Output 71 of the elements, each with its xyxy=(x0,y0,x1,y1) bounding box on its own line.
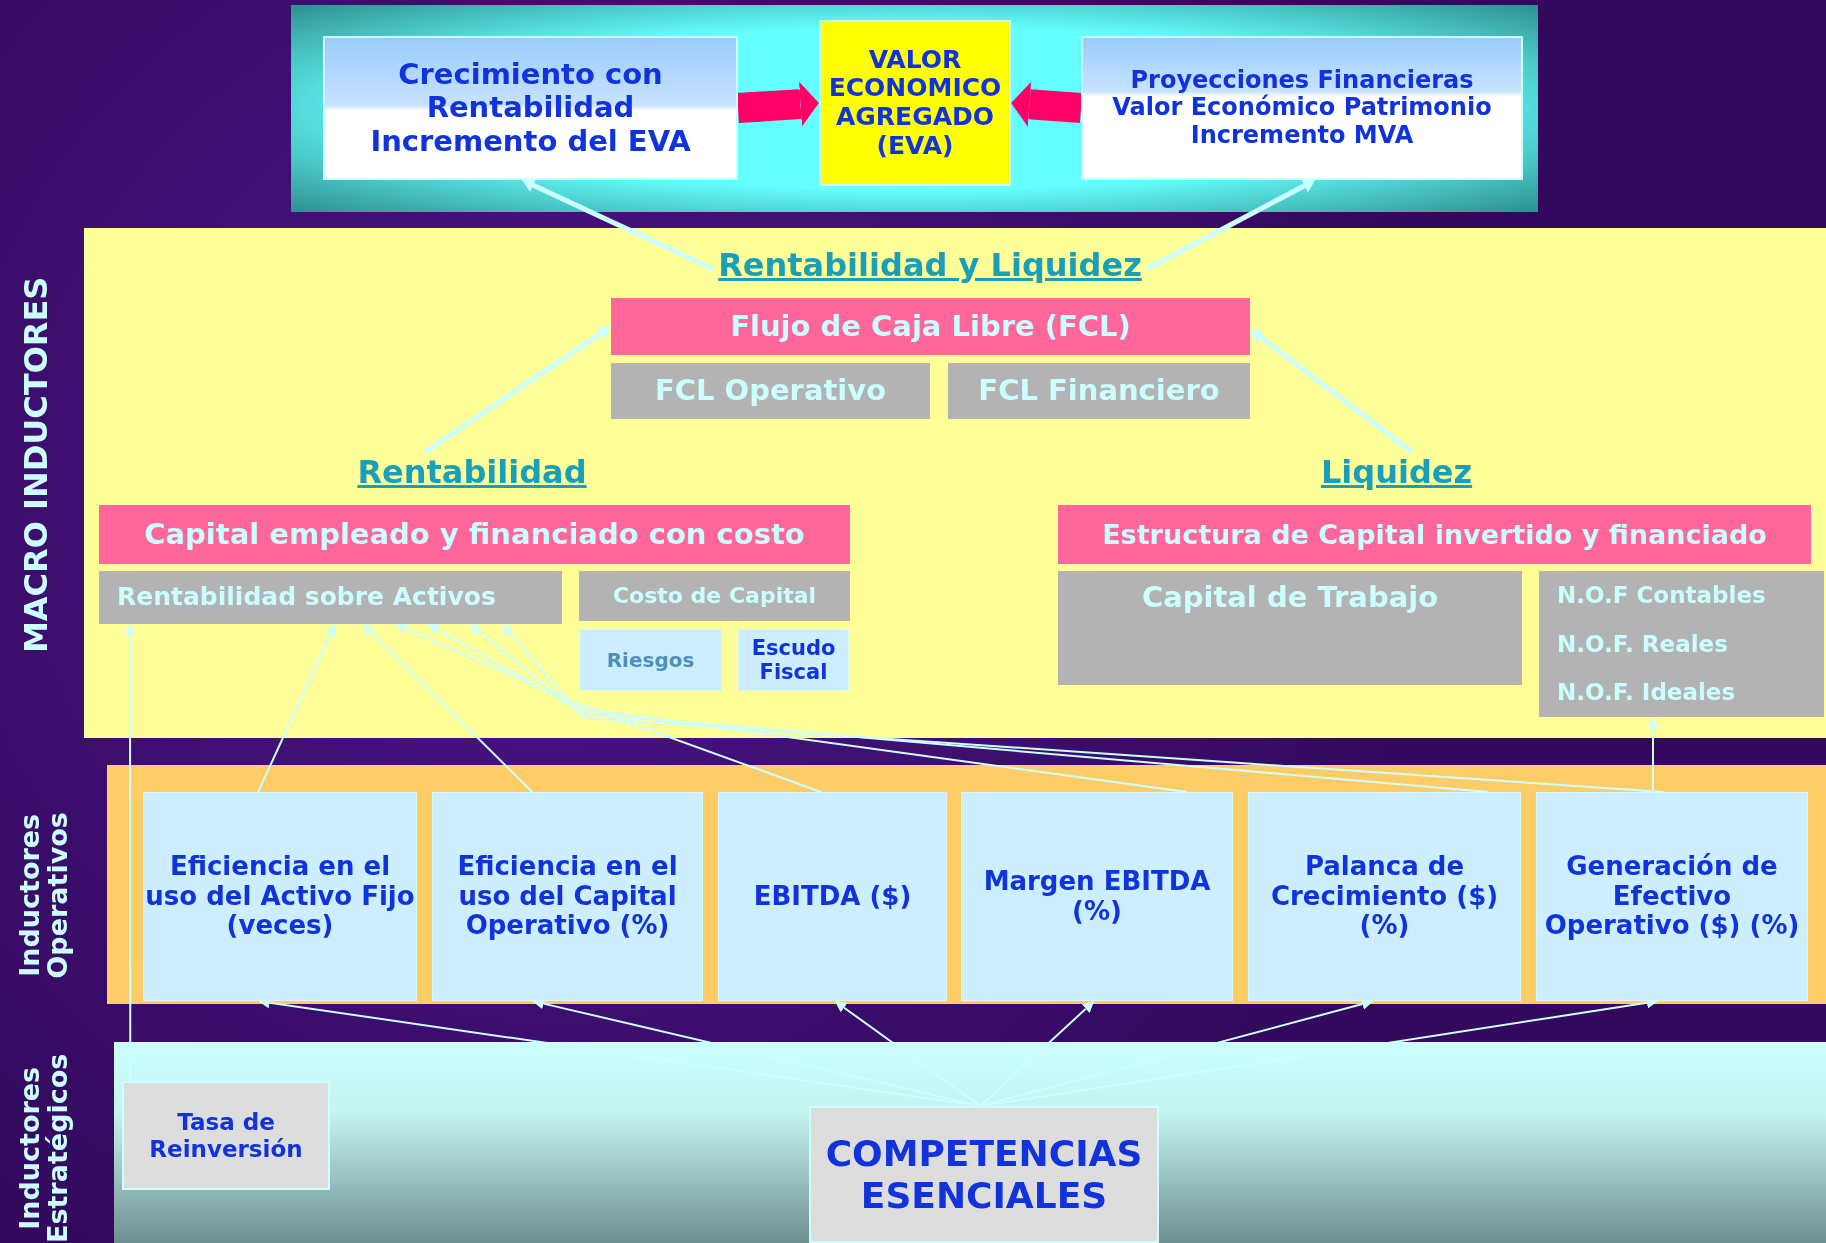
section-heading: Liquidez xyxy=(1320,453,1473,491)
driver-box xyxy=(961,792,1233,1001)
box-title: Costo de Capital xyxy=(612,583,817,609)
side-label: MACRO INDUCTORES xyxy=(20,275,54,655)
arrow xyxy=(124,624,136,1082)
box-title: Crecimiento con Rentabilidad xyxy=(397,58,664,125)
box-title: COMPETENCIAS ESENCIALES xyxy=(824,1133,1144,1216)
box-title: Eficiencia en el uso del Activo Fijo (veces) xyxy=(144,851,416,942)
header-bar xyxy=(1058,505,1811,564)
header-bar xyxy=(99,505,850,564)
side-label: Inductores Operativos xyxy=(15,810,73,981)
result-box xyxy=(323,36,738,180)
arrow xyxy=(1011,81,1083,127)
bar-title: Flujo de Caja Libre (FCL) xyxy=(730,309,1131,344)
arrow xyxy=(423,326,611,455)
driver-box xyxy=(432,792,703,1001)
box-title: Palanca de Crecimiento ($) (%) xyxy=(1269,851,1500,942)
box-title: FCL Operativo xyxy=(654,374,887,408)
box-title: Generación de Efectivo Operativo ($) (%) xyxy=(1543,851,1801,942)
bar-title: Capital empleado y financiado con costo xyxy=(144,517,805,552)
category-box xyxy=(1058,571,1522,685)
box-title: Escudo Fiscal xyxy=(750,635,837,685)
arrow xyxy=(395,623,822,793)
driver-box xyxy=(1248,792,1521,1001)
category-box xyxy=(579,571,850,621)
core-box xyxy=(809,1106,1159,1243)
arrow xyxy=(362,624,534,793)
sub-box xyxy=(579,629,722,691)
category-box xyxy=(99,571,562,624)
box-title: EBITDA ($) xyxy=(753,881,912,912)
box-title: Riesgos xyxy=(606,648,695,672)
list-item: N.O.F. Ideales xyxy=(1557,679,1736,706)
box-title: Valor Económico Patrimonio xyxy=(1112,94,1492,122)
arrow xyxy=(737,81,819,127)
driver-box xyxy=(1536,792,1808,1001)
box-title: Proyecciones Financieras xyxy=(1130,66,1474,95)
section-heading: Rentabilidad xyxy=(357,453,587,491)
driver-box xyxy=(718,792,947,1001)
box-title: VALOR ECONOMICO AGREGADO (EVA) xyxy=(827,45,1003,161)
arrow xyxy=(1250,329,1414,454)
category-box xyxy=(611,363,930,419)
section-heading: Rentabilidad y Liquidez xyxy=(718,246,1142,284)
list-item: N.O.F Contables xyxy=(1557,582,1766,609)
arrow xyxy=(1145,179,1316,272)
bar-title: Estructura de Capital invertido y financiado xyxy=(1102,518,1767,550)
driver-box xyxy=(143,792,417,1001)
box-title: Capital de Trabajo xyxy=(1141,581,1439,615)
sub-box xyxy=(738,629,849,691)
highlight-box xyxy=(819,20,1011,186)
category-box xyxy=(948,363,1250,419)
arrow xyxy=(469,624,1490,793)
box-title: Tasa de Reinversión xyxy=(148,1109,304,1162)
arrow xyxy=(501,624,1665,793)
box-title: Margen EBITDA (%) xyxy=(982,866,1212,927)
box-title: Rentabilidad sobre Activos xyxy=(117,583,496,612)
category-box xyxy=(1539,571,1824,717)
arrow xyxy=(1647,717,1659,793)
box-title: FCL Financiero xyxy=(978,374,1220,408)
arrow xyxy=(522,178,715,272)
box-title: Incremento MVA xyxy=(1190,121,1414,150)
driver-box xyxy=(122,1081,330,1190)
side-label: Inductores Estratégicos xyxy=(15,1052,73,1243)
result-box xyxy=(1081,36,1523,180)
arrow xyxy=(427,624,1188,793)
list-item: N.O.F. Reales xyxy=(1557,630,1728,658)
header-bar xyxy=(611,298,1250,355)
box-title: Incremento del EVA xyxy=(370,124,691,158)
arrow xyxy=(834,1001,982,1107)
arrow xyxy=(979,1001,1095,1107)
arrow xyxy=(257,624,336,793)
box-title: Eficiencia en el uso del Capital Operativo (%) xyxy=(456,851,679,942)
